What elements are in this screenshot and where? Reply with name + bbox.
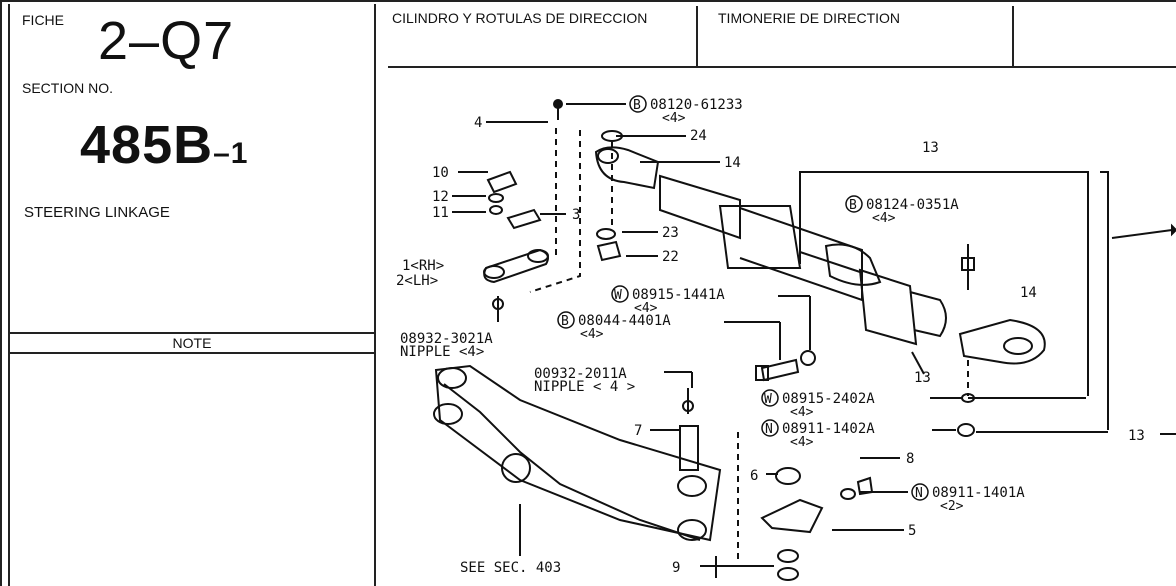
header-divider <box>1012 6 1014 66</box>
callout-14: 14 <box>724 155 741 171</box>
callout-9: 9 <box>672 560 680 576</box>
part-qty: <4> <box>790 405 814 420</box>
diagram-art <box>433 99 1176 581</box>
part-08911-1402a: 08911-1402A <box>782 421 875 437</box>
callout-24: 24 <box>690 128 707 144</box>
part-qty: <2> <box>940 499 964 514</box>
header-rule <box>388 66 1176 68</box>
part-qty: <4> <box>634 301 658 316</box>
callout-13: 13 <box>1128 428 1145 444</box>
header-title-es: CILINDRO Y ROTULAS DE DIRECCION <box>392 10 648 26</box>
callout-5: 5 <box>908 523 916 539</box>
section-number-main: 485B <box>80 115 214 175</box>
section-title: STEERING LINKAGE <box>24 204 170 221</box>
callout-22: 22 <box>662 249 679 265</box>
callout-13: 13 <box>914 370 931 386</box>
callout-6: 6 <box>750 468 758 484</box>
part-nipple-label: NIPPLE <4> <box>400 344 484 360</box>
callout-12: 12 <box>432 189 449 205</box>
callout-2-lh: 2<LH> <box>396 273 438 289</box>
callout-13: 13 <box>922 140 939 156</box>
code-b: B <box>849 198 857 213</box>
part-qty: <4> <box>580 327 604 342</box>
callout-7: 7 <box>634 423 642 439</box>
part-qty: <4> <box>790 435 814 450</box>
circled-code-marks <box>557 95 929 501</box>
code-n: N <box>915 486 923 501</box>
code-n: N <box>765 422 773 437</box>
callout-23: 23 <box>662 225 679 241</box>
callout-1-rh: 1<RH> <box>402 258 444 274</box>
code-w: W <box>764 392 772 407</box>
header-title-fr: TIMONERIE DE DIRECTION <box>718 10 901 26</box>
part-08932-3021a: 08932-3021A <box>400 331 493 347</box>
fiche-label: FICHE <box>22 12 64 28</box>
callout-11: 11 <box>432 205 449 221</box>
steering-linkage-diagram: B B W B W N N 4 10 12 11 3 1<RH> 2<LH> 0… <box>396 95 1176 581</box>
callout-14: 14 <box>1020 285 1037 301</box>
code-b: B <box>633 98 641 113</box>
header-divider <box>696 6 698 66</box>
fiche-number: 2–Q7 <box>98 11 235 71</box>
part-nipple-label: NIPPLE < 4 > <box>534 379 635 395</box>
part-qty: <4> <box>662 111 686 126</box>
part-08915-1441a: 08915-1441A <box>632 287 725 303</box>
callout-10: 10 <box>432 165 449 181</box>
callout-3: 3 <box>572 207 580 223</box>
section-number: 485B–1 <box>80 114 248 176</box>
code-b: B <box>561 314 569 329</box>
callout-4: 4 <box>474 115 482 131</box>
part-08120-61233: 08120-61233 <box>650 97 743 113</box>
part-08124-0351a: 08124-0351A <box>866 197 959 213</box>
section-label: SECTION NO. <box>22 80 114 96</box>
info-panel: FICHE 2–Q7 SECTION NO. 485B–1 STEERING L… <box>8 4 376 586</box>
part-08044-4401a: 08044-4401A <box>578 313 671 329</box>
callout-8: 8 <box>906 451 914 467</box>
note-header: NOTE <box>10 332 374 354</box>
section-number-suffix: –1 <box>213 137 249 170</box>
see-section-note: SEE SEC. 403 <box>460 560 561 576</box>
code-w: W <box>614 288 622 303</box>
part-08911-1401a: 08911-1401A <box>932 485 1025 501</box>
part-00932-2011a: 00932-2011A <box>534 366 627 382</box>
part-qty: <4> <box>872 211 896 226</box>
part-08915-2402a: 08915-2402A <box>782 391 875 407</box>
